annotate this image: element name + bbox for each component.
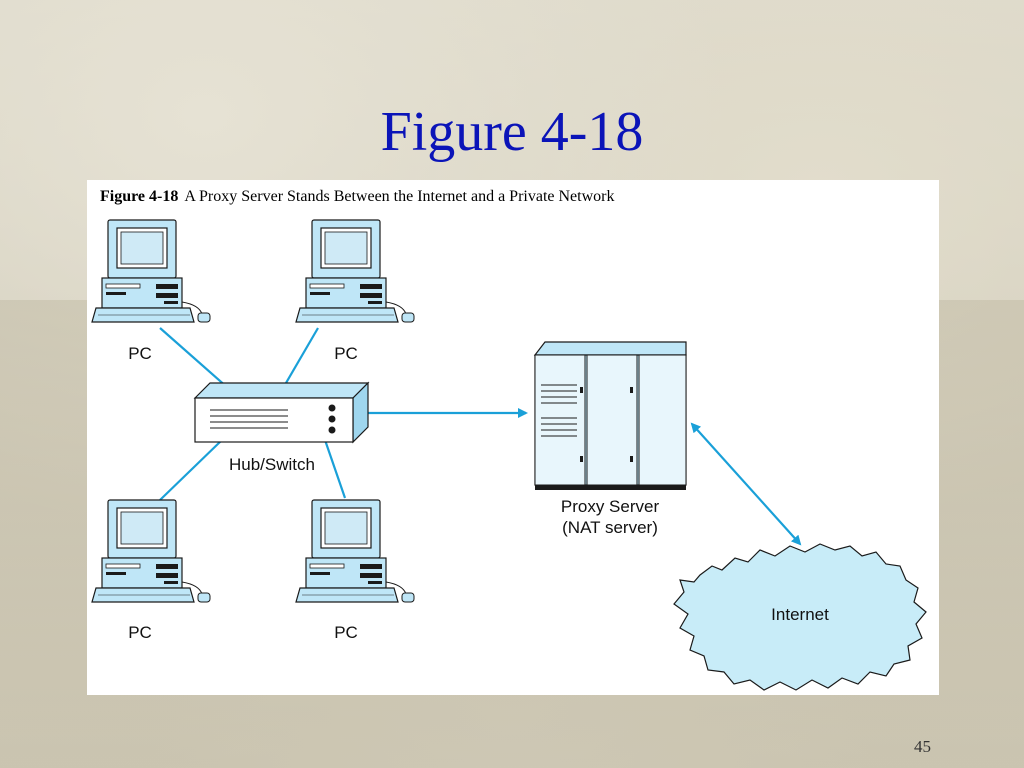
pc-bottom-left-icon	[91, 499, 211, 603]
link-proxy-internet	[690, 422, 802, 546]
slide-title: Figure 4-18	[380, 101, 644, 163]
page-number: 45	[914, 737, 931, 756]
internet-label: Internet	[771, 605, 829, 624]
pc-top-left-label: PC	[128, 344, 152, 363]
link-pc-bottom-left-hub	[159, 439, 223, 501]
pc-top-right-icon	[295, 219, 415, 323]
internet-cloud-icon	[673, 543, 927, 691]
figure-caption-text: A Proxy Server Stands Between the Intern…	[184, 188, 615, 205]
proxy-server-sublabel: (NAT server)	[562, 518, 658, 537]
pc-top-left-icon	[91, 219, 211, 323]
figure-caption-label: Figure 4-18	[100, 188, 179, 205]
pc-bottom-right-icon	[295, 499, 415, 603]
link-pc-top-right-hub	[285, 327, 319, 384]
figure-caption: Figure 4-18 A Proxy Server Stands Between…	[100, 188, 614, 206]
link-pc-top-left-hub	[159, 327, 229, 389]
hub-switch-label: Hub/Switch	[229, 455, 315, 474]
pc-bottom-right-label: PC	[334, 623, 358, 642]
pc-bottom-left-label: PC	[128, 623, 152, 642]
proxy-server-label: Proxy Server	[561, 497, 660, 516]
pc-top-right-label: PC	[334, 344, 358, 363]
link-pc-bottom-right-hub	[323, 439, 347, 499]
proxy-server-icon	[533, 341, 687, 490]
hub-switch-icon	[193, 381, 370, 444]
